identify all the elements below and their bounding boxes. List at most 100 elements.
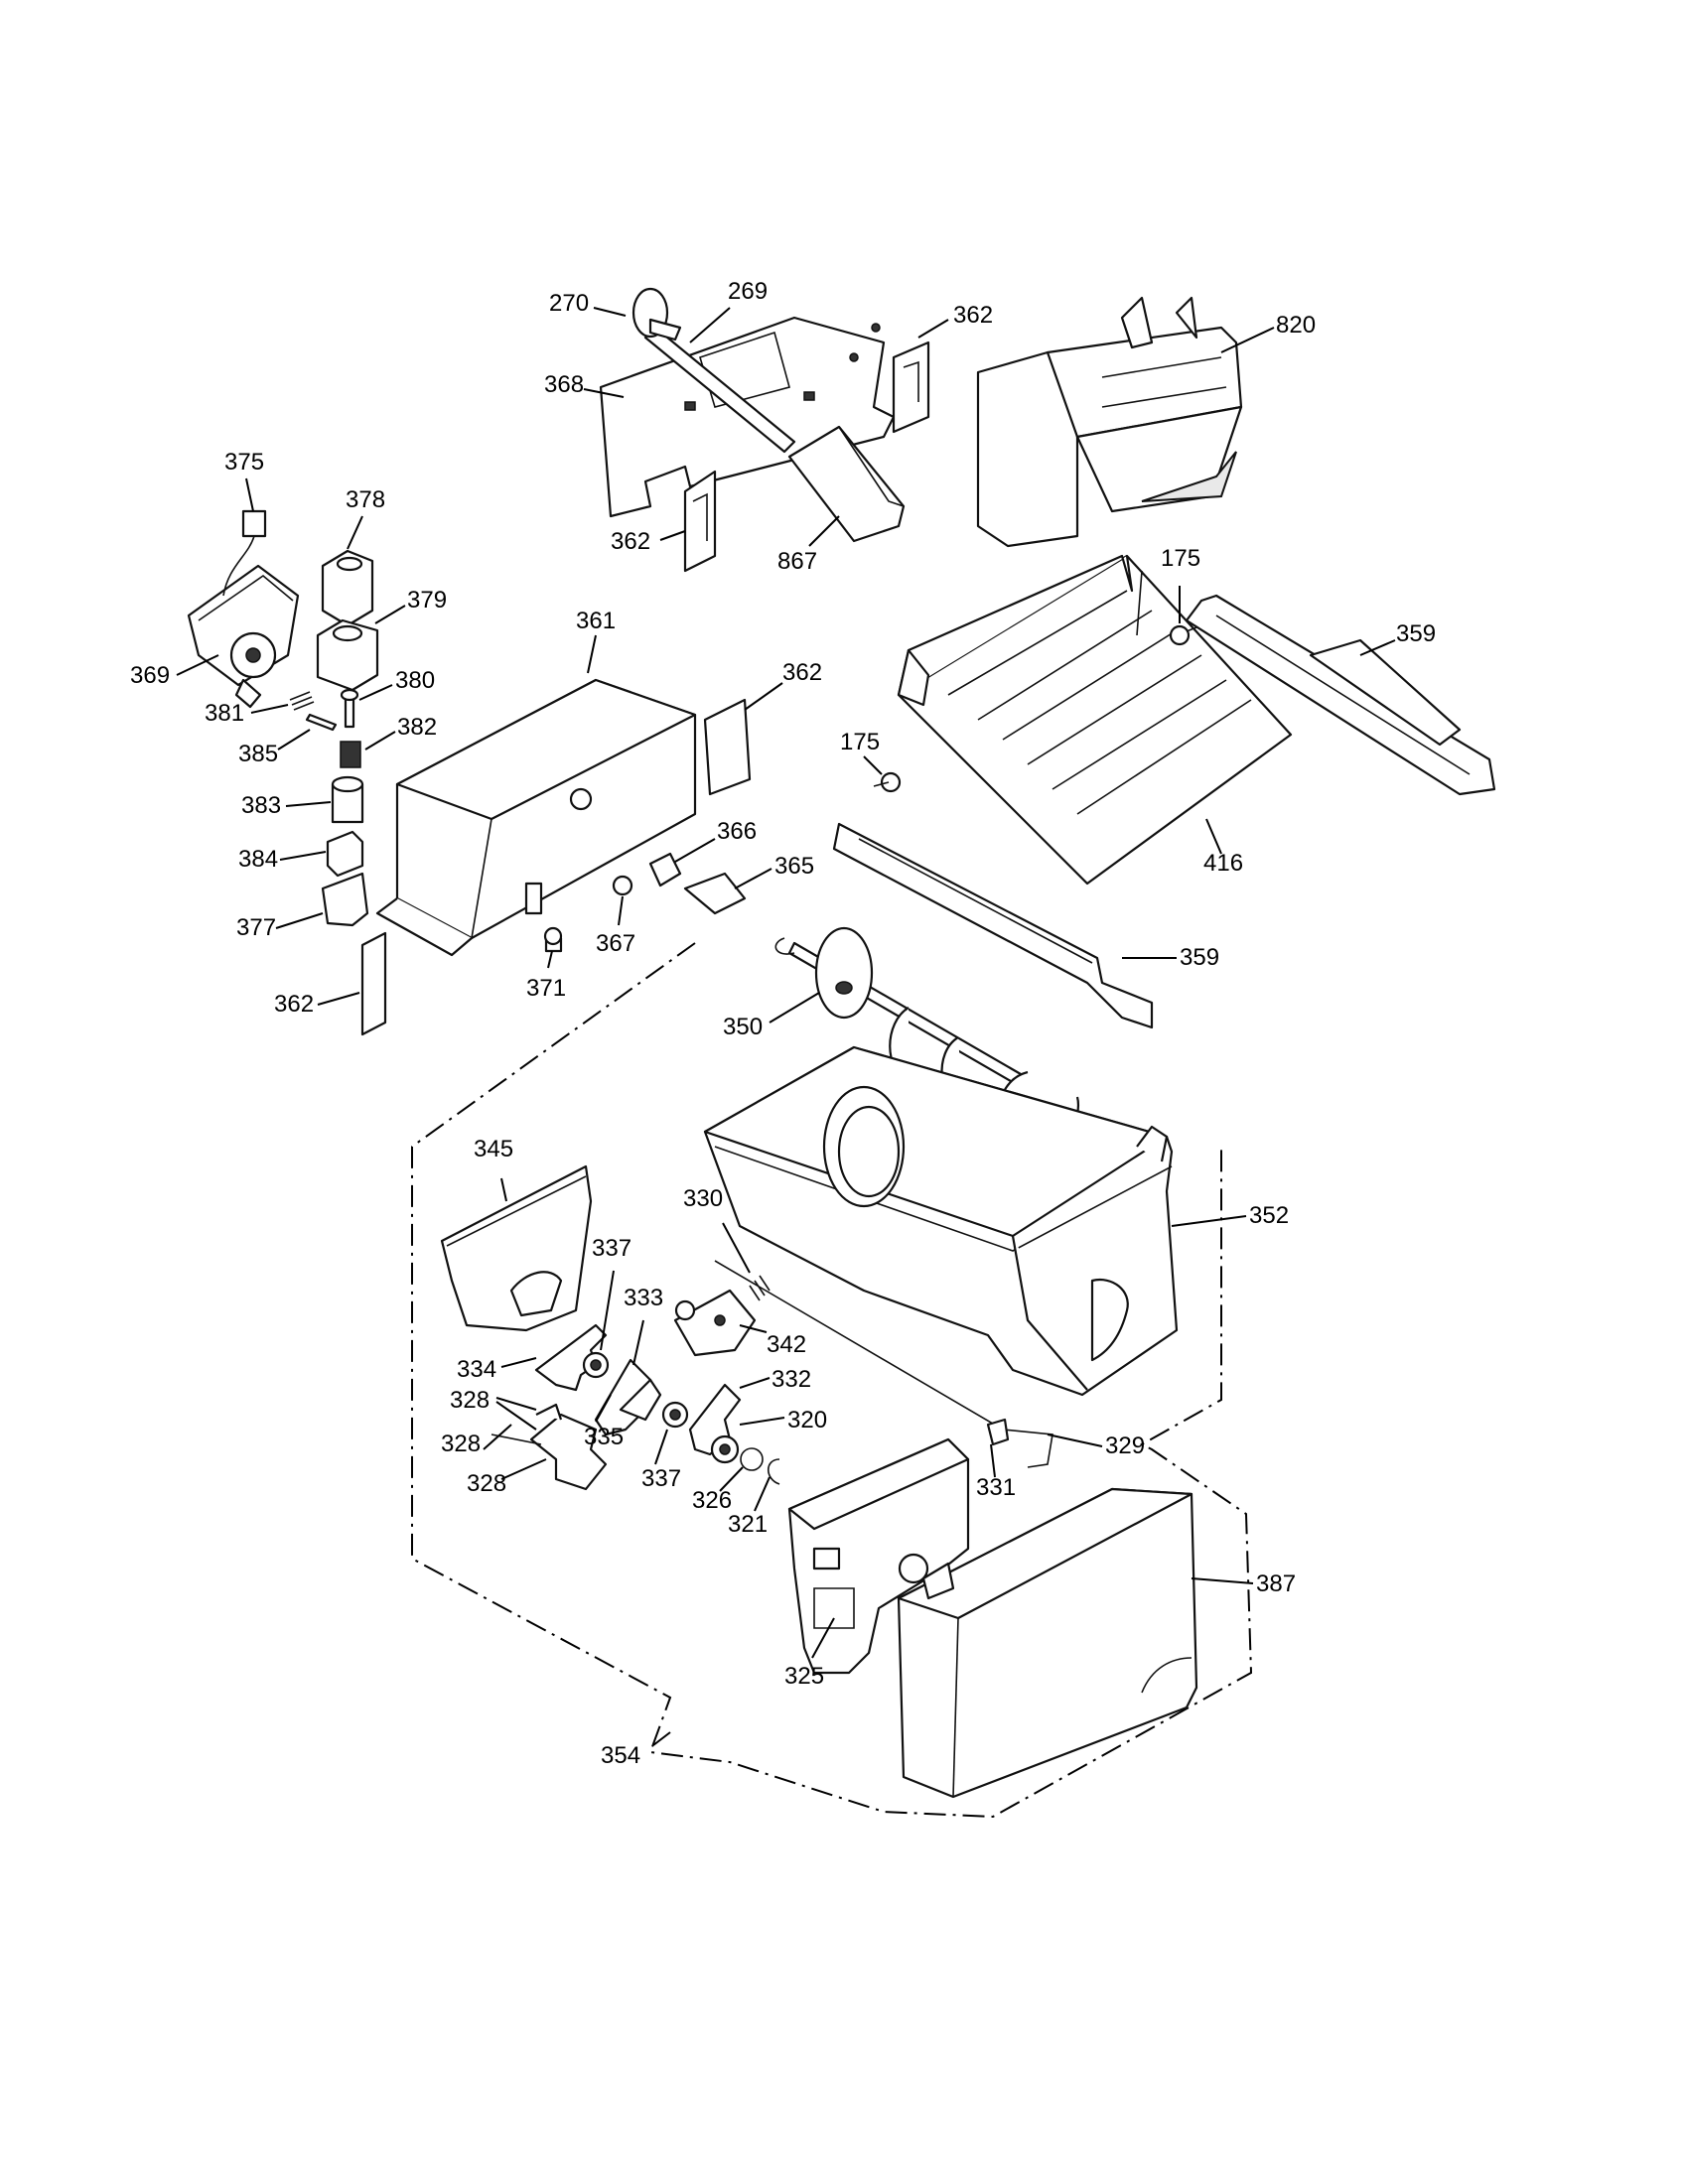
motor-housing-361 (375, 678, 697, 957)
callout-867: 867 (777, 548, 817, 575)
callout-345: 345 (474, 1136, 513, 1162)
leader-345 (500, 1177, 507, 1202)
callout-labels: 270 269 362 820 368 362 867 375 378 379 … (130, 278, 1436, 1769)
leader-375 (245, 478, 254, 512)
callout-362: 362 (611, 528, 650, 555)
ice-bucket-352 (703, 1045, 1179, 1397)
callout-416: 416 (1203, 850, 1243, 877)
callout-362: 362 (274, 991, 314, 1018)
callout-326: 326 (692, 1487, 732, 1514)
callout-371: 371 (526, 975, 566, 1002)
leader-416 (1205, 818, 1222, 855)
shelf-416 (897, 554, 1293, 886)
assembly-354-boundary (411, 942, 1253, 1819)
bearing-337-lower (661, 1401, 689, 1429)
leader-325 (811, 1617, 835, 1659)
callout-350: 350 (723, 1014, 763, 1040)
chute-867 (787, 425, 906, 543)
leader-382 (364, 731, 396, 751)
leader-362a (917, 319, 949, 339)
spring-330 (749, 1275, 771, 1301)
callout-328: 328 (441, 1431, 481, 1457)
screw-371 (543, 926, 563, 953)
leader-335 (595, 1394, 612, 1423)
leader-384 (279, 851, 327, 861)
leader-354 (652, 1731, 671, 1746)
leader-367 (618, 895, 624, 926)
ring-321 (767, 1458, 780, 1485)
leader-365 (734, 868, 772, 889)
leader-366 (674, 838, 716, 863)
callout-375: 375 (224, 449, 264, 476)
bracket-377 (321, 872, 369, 927)
leader-175b (863, 755, 883, 775)
leader-350 (769, 992, 820, 1024)
callout-321: 321 (728, 1511, 768, 1538)
spring-382 (340, 741, 361, 768)
fastener-367 (612, 875, 633, 896)
bracket-362-top-left (683, 470, 717, 573)
bracket-362-top-right (892, 341, 930, 434)
leader-lines (176, 307, 1396, 1746)
callout-379: 379 (407, 587, 447, 614)
leader-359a (1359, 639, 1396, 656)
rail-359-lower (832, 822, 1154, 1029)
callout-337: 337 (592, 1235, 632, 1262)
callout-367: 367 (596, 930, 635, 957)
leader-385 (277, 729, 311, 751)
leader-326 (719, 1466, 744, 1492)
leader-380 (358, 684, 393, 701)
callout-334: 334 (457, 1356, 496, 1383)
knob-270 (632, 287, 682, 341)
leader-368 (583, 388, 625, 398)
leader-269 (689, 307, 731, 343)
leader-329 (1047, 1433, 1103, 1447)
callout-331: 331 (976, 1474, 1016, 1501)
leader-320 (739, 1417, 785, 1426)
leader-387 (1191, 1577, 1254, 1584)
bearing-337-upper (582, 1351, 610, 1379)
spring-381 (289, 691, 315, 711)
leader-333 (632, 1319, 644, 1366)
washer-326 (740, 1447, 764, 1471)
leader-321 (754, 1476, 771, 1512)
leader-331 (990, 1443, 996, 1478)
bracket-384 (326, 830, 364, 878)
front-panel-387 (897, 1487, 1198, 1799)
callout-175: 175 (840, 729, 880, 755)
auger-motor-369 (187, 564, 300, 709)
callout-332: 332 (772, 1366, 811, 1393)
callout-269: 269 (728, 278, 768, 305)
leader-270 (593, 307, 627, 317)
solenoid-378 (321, 549, 374, 627)
bushing-320 (710, 1434, 740, 1464)
leader-381 (250, 704, 289, 714)
callout-330: 330 (683, 1185, 723, 1212)
leader-820 (1220, 327, 1275, 353)
leader-337b (654, 1429, 668, 1465)
actuator-342 (673, 1289, 757, 1357)
callout-384: 384 (238, 846, 278, 873)
clip-365 (683, 872, 747, 915)
screw-175-upper (1169, 624, 1202, 646)
callout-333: 333 (624, 1285, 663, 1311)
callout-328: 328 (450, 1387, 490, 1414)
leader-377 (275, 912, 324, 929)
bracket-362-lower-left (360, 931, 387, 1036)
callout-337: 337 (641, 1465, 681, 1492)
leader-328c (500, 1458, 547, 1480)
bracket-362-right-of-housing (703, 698, 752, 796)
sleeve-383 (331, 775, 364, 824)
callout-369: 369 (130, 662, 170, 689)
rail-359-upper (1185, 594, 1496, 796)
leader-362b (659, 530, 686, 541)
callout-383: 383 (241, 792, 281, 819)
leader-330 (722, 1222, 751, 1274)
leader-383 (285, 801, 332, 807)
leader-337a (600, 1270, 615, 1351)
leader-378 (347, 515, 363, 550)
switch-366 (648, 852, 682, 887)
leader-361 (587, 634, 597, 674)
leader-332 (739, 1377, 771, 1389)
